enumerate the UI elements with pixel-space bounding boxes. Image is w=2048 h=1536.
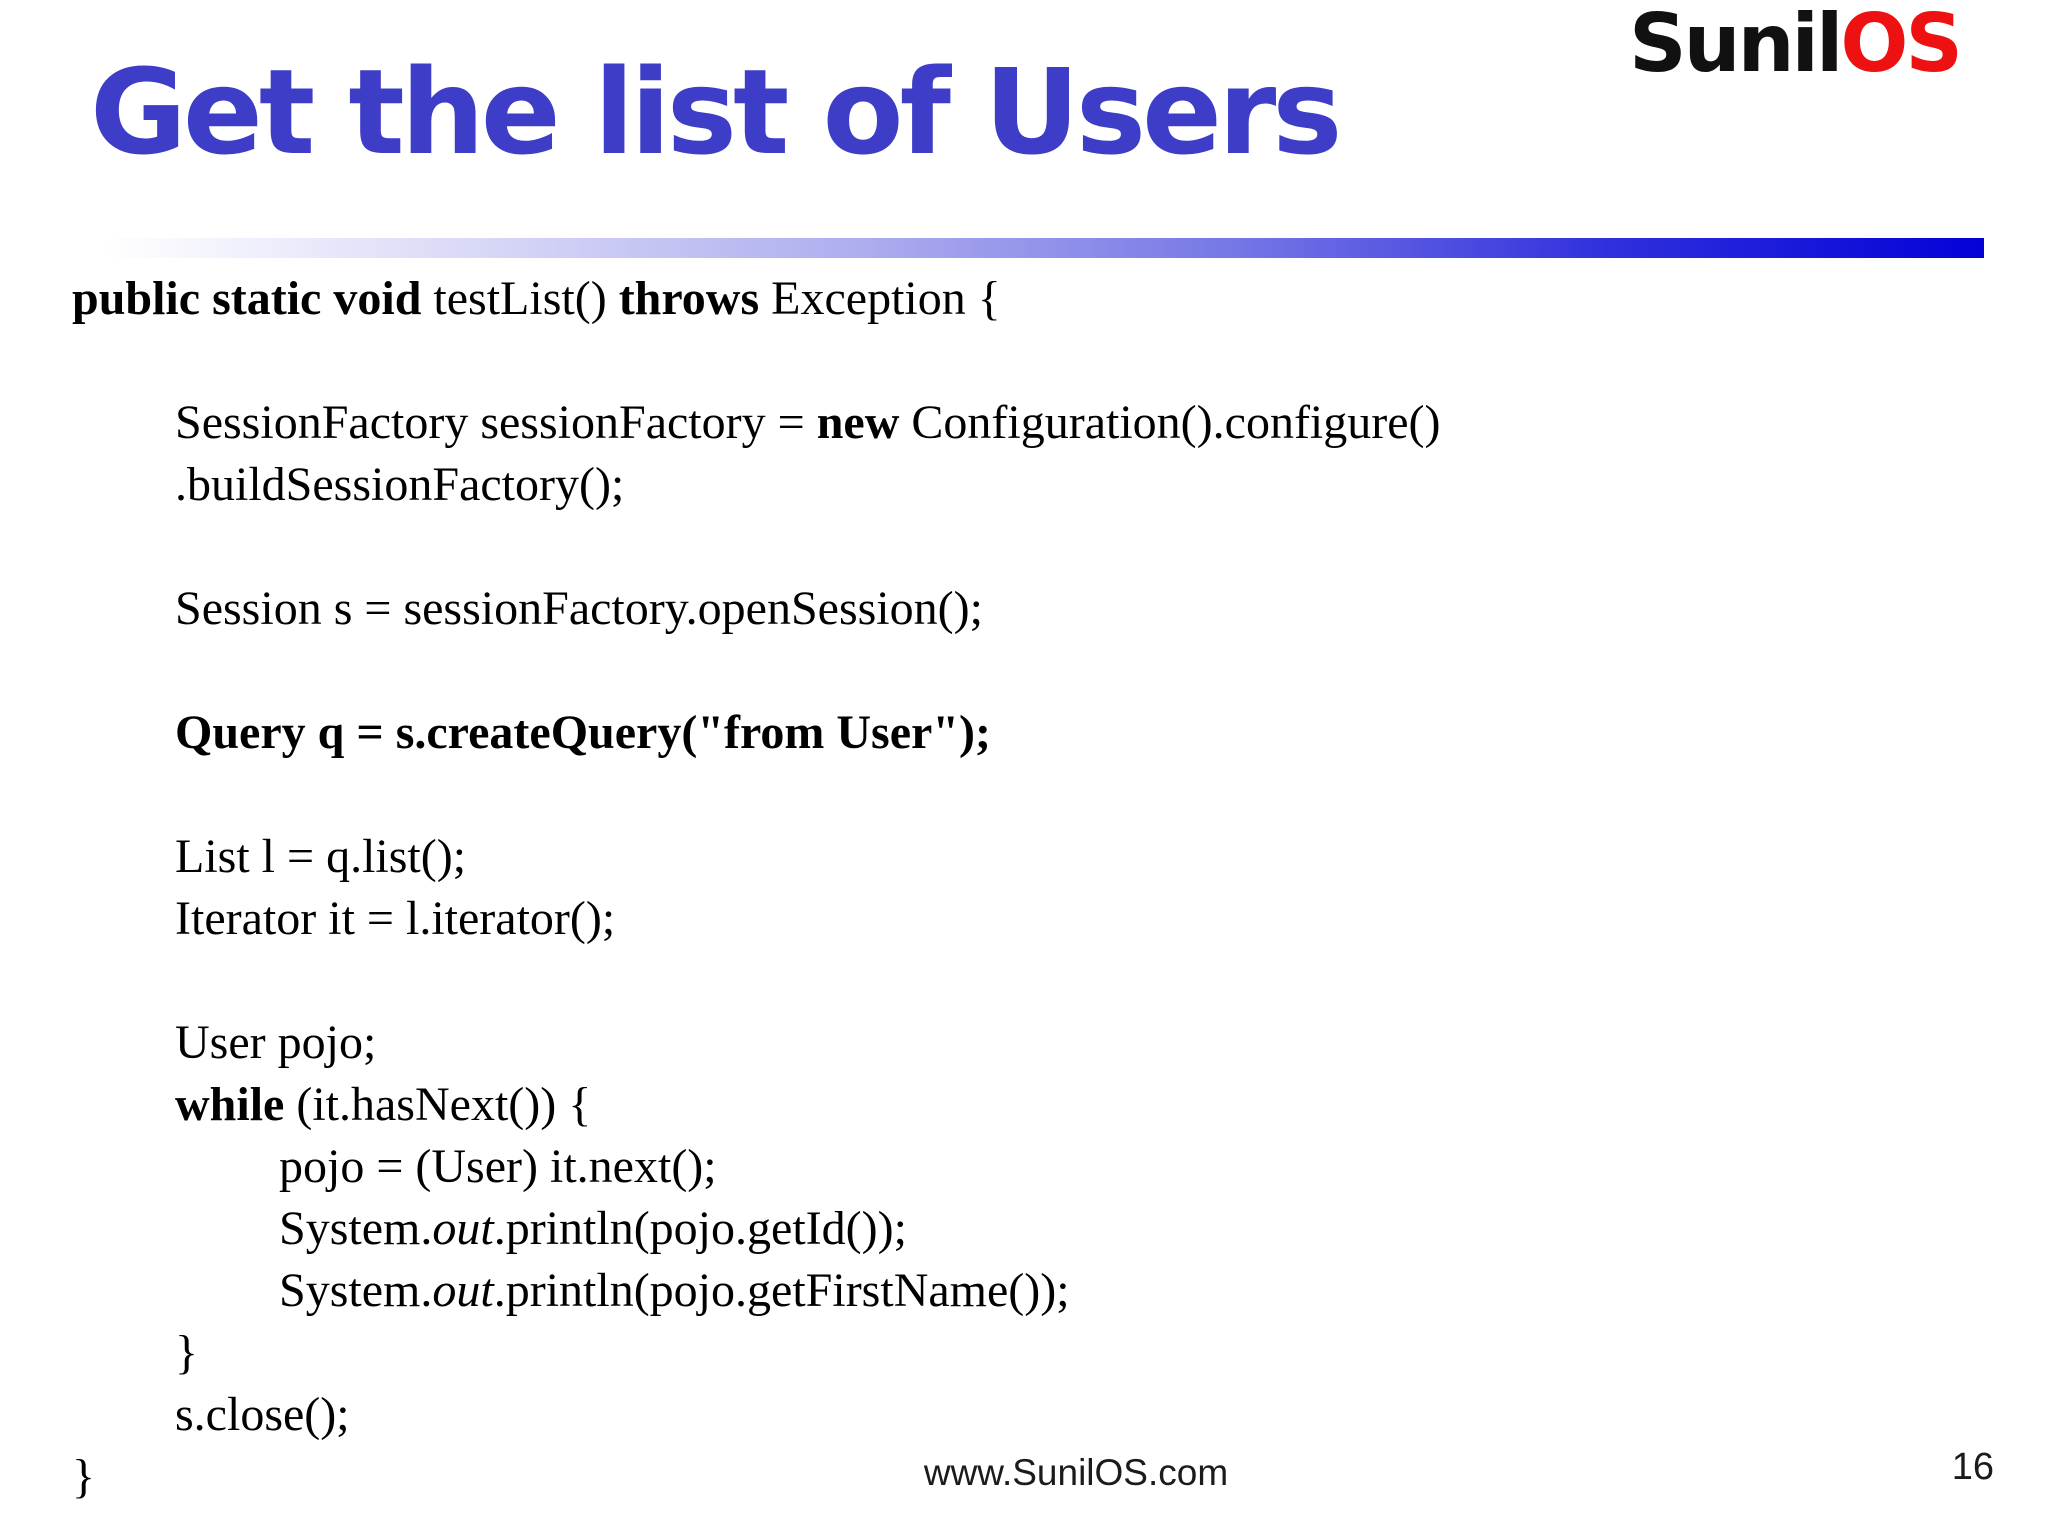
sunilos-logo: SunilOS: [1629, 4, 1963, 84]
code-line: [72, 640, 1441, 702]
code-segment: SessionFactory sessionFactory =: [175, 396, 817, 449]
code-line: Query q = s.createQuery("from User");: [72, 702, 1441, 764]
code-line: [72, 330, 1441, 392]
code-segment: System.: [279, 1202, 433, 1255]
code-segment: pojo = (User) it.next();: [279, 1140, 717, 1193]
code-segment: List l = q.list();: [175, 830, 467, 883]
code-line: }: [72, 1322, 1441, 1384]
logo-os-text: OS: [1840, 0, 1963, 90]
code-line: pojo = (User) it.next();: [72, 1136, 1441, 1198]
code-segment: Exception {: [759, 272, 1001, 325]
code-segment: out: [432, 1264, 494, 1317]
footer-website-text: www.SunilOS.com: [923, 1452, 1229, 1493]
code-segment: System.: [279, 1264, 433, 1317]
page-title: Get the list of Users: [90, 43, 1343, 181]
code-line: User pojo;: [72, 1012, 1441, 1074]
code-segment: .buildSessionFactory();: [175, 458, 625, 511]
code-segment: }: [72, 1450, 96, 1503]
code-segment: Configuration().configure(): [899, 396, 1441, 449]
slide-page-number: 16: [1951, 1446, 1994, 1488]
code-line: [72, 764, 1441, 826]
code-segment: public static void: [72, 272, 434, 325]
code-line: .buildSessionFactory();: [72, 454, 1441, 516]
code-line: [72, 950, 1441, 1012]
code-segment: Query q = s.createQuery("from User");: [175, 706, 991, 759]
code-line: SessionFactory sessionFactory = new Conf…: [72, 392, 1441, 454]
code-segment: (it.hasNext()) {: [284, 1078, 592, 1131]
code-line: List l = q.list();: [72, 826, 1441, 888]
logo-sunil-text: Sunil: [1629, 0, 1843, 90]
java-code-block: public static void testList() throws Exc…: [72, 268, 1441, 1508]
code-segment: out: [432, 1202, 494, 1255]
code-segment: }: [175, 1326, 199, 1379]
code-segment: while: [175, 1078, 285, 1131]
code-segment: Iterator it = l.iterator();: [175, 892, 616, 945]
code-line: System.out.println(pojo.getId());: [72, 1198, 1441, 1260]
code-segment: .println(pojo.getFirstName());: [493, 1264, 1070, 1317]
code-line: Session s = sessionFactory.openSession()…: [72, 578, 1441, 640]
code-segment: throws: [618, 272, 760, 325]
code-line: s.close();: [72, 1384, 1441, 1446]
code-line: Iterator it = l.iterator();: [72, 888, 1441, 950]
title-underline-gradient-bar: [102, 238, 1984, 258]
code-line: }: [72, 1446, 1441, 1508]
code-line: public static void testList() throws Exc…: [72, 268, 1441, 330]
code-segment: s.close();: [175, 1388, 350, 1441]
code-line: [72, 516, 1441, 578]
code-segment: .println(pojo.getId());: [493, 1202, 907, 1255]
code-segment: Session s = sessionFactory.openSession()…: [175, 582, 983, 635]
code-line: while (it.hasNext()) {: [72, 1074, 1441, 1136]
code-line: System.out.println(pojo.getFirstName());: [72, 1260, 1441, 1322]
code-segment: User pojo;: [175, 1016, 377, 1069]
code-segment: testList(): [433, 272, 619, 325]
code-segment: new: [816, 396, 900, 449]
